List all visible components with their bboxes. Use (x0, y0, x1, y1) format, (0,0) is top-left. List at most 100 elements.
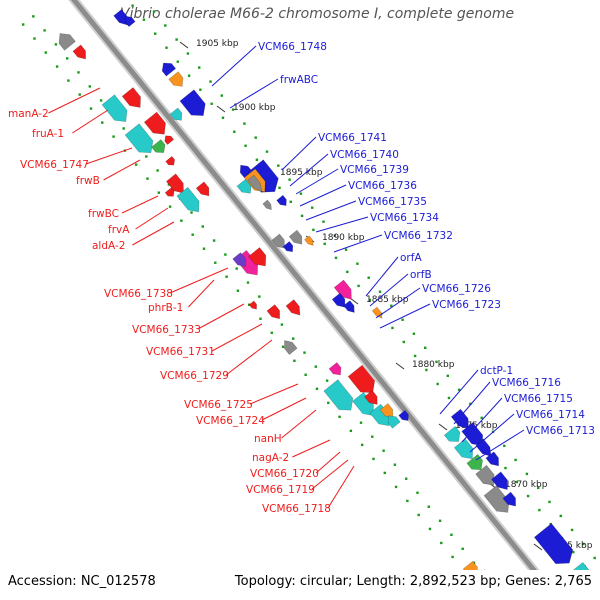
tick-dot (427, 505, 430, 508)
leader-line (305, 200, 357, 221)
gene-feature (284, 340, 298, 355)
tick-dot (406, 499, 409, 503)
tick-dot (413, 354, 417, 358)
tick-dot (300, 214, 304, 218)
tick-dot (304, 373, 307, 377)
gene-label-right: VCM66_1735 (358, 196, 427, 208)
leader-line (135, 207, 169, 230)
tick-dot (525, 472, 529, 476)
tick-dot (323, 242, 326, 246)
gene-feature (475, 464, 495, 486)
gene-feature (143, 111, 166, 135)
scale-tick (438, 423, 448, 431)
gene-label-right: VCM66_1734 (370, 212, 439, 224)
tick-dot (201, 225, 204, 228)
tick-dot (156, 169, 159, 172)
tick-dot (152, 10, 156, 13)
tick-dot (435, 360, 438, 364)
tick-dot (334, 256, 338, 260)
tick-dot (548, 500, 551, 504)
tick-dot (357, 284, 360, 288)
tick-dot (259, 317, 262, 320)
gene-feature (245, 159, 279, 193)
tick-dot (165, 46, 168, 49)
leader-line (225, 339, 273, 376)
tick-dot (325, 379, 329, 382)
tick-dot (289, 200, 292, 204)
leader-line (261, 397, 307, 421)
tick-dot (536, 486, 540, 490)
gene-label-left: phrB-1 (148, 302, 183, 314)
gene-feature (151, 139, 166, 153)
gene-feature (285, 299, 301, 316)
gene-feature (176, 186, 200, 213)
gene-feature (195, 181, 210, 197)
leader-line (249, 383, 299, 405)
scale-label: 1895 kbp (280, 168, 323, 178)
tick-dot (67, 79, 70, 82)
gene-label-right: orfB (410, 269, 432, 281)
gene-feature (164, 187, 175, 197)
gene-feature (347, 364, 376, 393)
tick-dot (88, 85, 92, 88)
leader-line (475, 429, 525, 461)
gene-feature (266, 304, 280, 320)
scale-tick (216, 105, 226, 113)
gene-label-left: VCM66_1720 (250, 468, 319, 480)
gene-label-left: VCM66_1724 (196, 415, 265, 427)
tick-dot (436, 382, 439, 386)
tick-dot (175, 38, 178, 41)
tick-dot (402, 340, 405, 344)
gene-label-left: VCM66_1725 (184, 399, 253, 411)
leader-line (333, 234, 383, 253)
tick-dot (472, 561, 476, 565)
tick-dot (89, 107, 93, 110)
leader-line (281, 136, 317, 171)
gene-label-left: frwBC (88, 208, 119, 220)
gene-feature (124, 123, 154, 154)
tick-dot (225, 275, 228, 278)
tick-dot (291, 337, 295, 340)
tick-dot (280, 323, 284, 326)
tick-dot (503, 444, 506, 448)
tick-dot (43, 29, 46, 32)
leader-line (379, 303, 431, 329)
tick-dot (559, 514, 562, 518)
leader-line (365, 256, 399, 297)
tick-dot (360, 443, 364, 447)
scale-label: 1885 kbp (366, 295, 409, 305)
tick-dot (526, 494, 530, 498)
gene-feature (485, 451, 499, 467)
leader-line (289, 153, 329, 187)
scale-label: 1900 kbp (233, 103, 276, 113)
gene-feature (101, 94, 128, 122)
tick-dot (359, 421, 363, 424)
tick-dot (214, 261, 217, 264)
tick-dot (438, 519, 442, 522)
tick-dot (582, 542, 585, 546)
tick-dot (146, 177, 149, 180)
tick-dot (469, 402, 472, 406)
gene-label-right: VCM66_1723 (432, 299, 501, 311)
gene-label-left: VCM66_1747 (20, 159, 89, 171)
tick-dot (312, 228, 315, 232)
tick-dot (55, 65, 59, 68)
tick-dot (480, 416, 483, 420)
tick-dot (288, 178, 291, 181)
gene-label-right: VCM66_1740 (330, 149, 399, 161)
gene-feature (247, 174, 263, 193)
tick-dot (293, 359, 296, 363)
tick-dot (202, 247, 206, 250)
tick-dot (446, 374, 449, 378)
gene-label-right: VCM66_1714 (516, 409, 585, 421)
gene-feature (323, 379, 354, 411)
gene-label-right: VCM66_1741 (318, 132, 387, 144)
leader-line (197, 303, 245, 330)
tick-dot (423, 346, 427, 349)
leader-line (72, 109, 109, 134)
gene-feature (72, 44, 86, 60)
gene-feature (343, 300, 355, 313)
scale-label: 1905 kbp (196, 39, 239, 49)
tick-dot (255, 158, 259, 161)
tick-dot (344, 248, 348, 251)
